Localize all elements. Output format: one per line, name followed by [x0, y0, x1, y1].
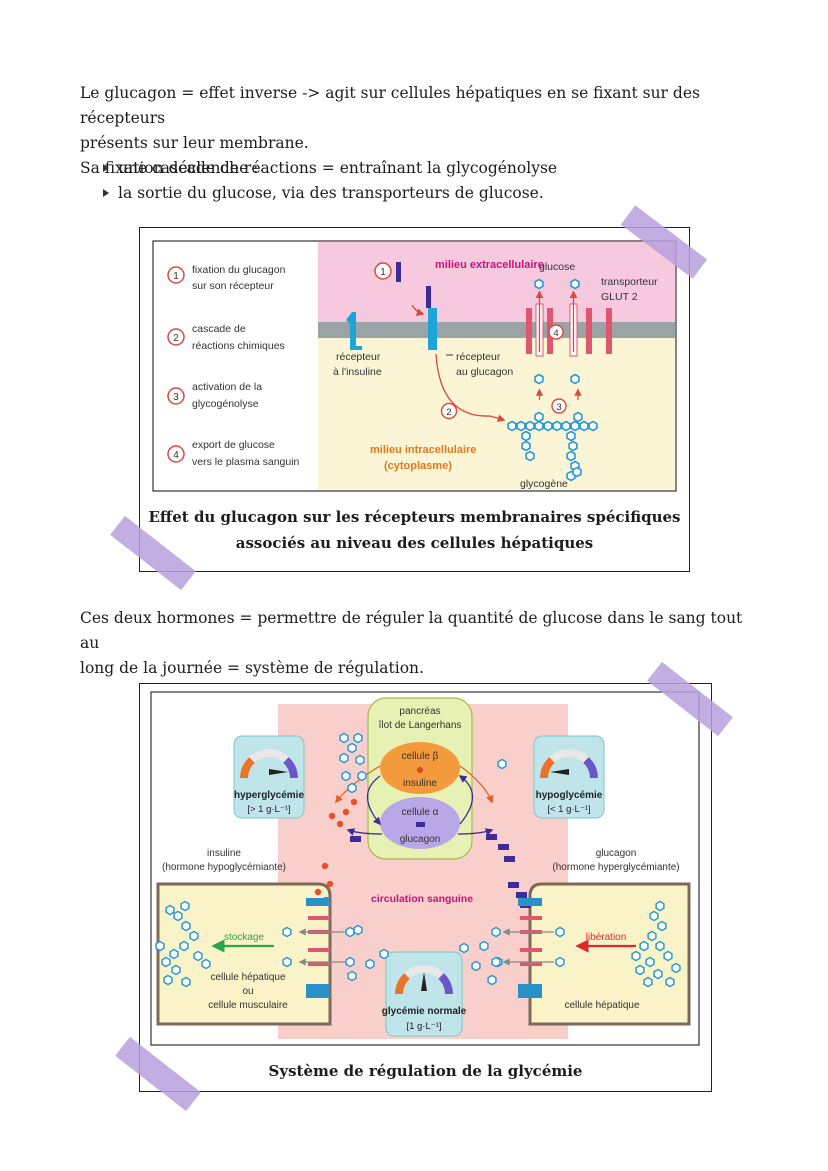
right-cell-label: cellule hépatique: [564, 1000, 639, 1011]
liver-cell-right: [528, 882, 691, 1026]
caption-line-1: Effet du glucagon sur les récepteurs mem…: [148, 508, 681, 526]
alpha-cell-label: cellule α: [402, 807, 439, 818]
insulin-label-left: insuline: [207, 848, 241, 859]
step-number: 4: [173, 450, 179, 461]
storage-label: stockage: [224, 932, 264, 943]
glucose-label: glucose: [539, 261, 575, 273]
intro-line-2: présents sur leur membrane.: [80, 134, 309, 152]
hypo-label-2: [< 1 g·L⁻¹]: [547, 804, 590, 815]
figure-glucagon-diagram: 1 fixation du glucagon sur son récepteur…: [152, 240, 677, 492]
cell-membrane: [318, 322, 675, 338]
marker-4: 4: [553, 328, 558, 339]
intracellular-zone: [318, 338, 675, 490]
step-4-line-2: vers le plasma sanguin: [192, 456, 300, 468]
intro-line-1: Le glucagon = effet inverse -> agit sur …: [80, 84, 700, 127]
hypo-label-1: hypoglycémie: [536, 790, 603, 801]
hyper-label-2: [> 1 g·L⁻¹]: [247, 804, 290, 815]
figure-glucagon-caption: Effet du glucagon sur les récepteurs mem…: [140, 504, 689, 556]
step-number: 3: [173, 392, 179, 403]
transporter-label: transporteur: [601, 276, 658, 288]
step-1-line-1: fixation du glucagon: [192, 264, 286, 276]
insulin-receptor-shape: [346, 312, 362, 350]
normal-label-1: glycémie normale: [382, 1006, 467, 1017]
glucagon-receptor-label-1: récepteur: [456, 351, 501, 363]
figure-regulation-diagram: pancréas îlot de Langerhans cellule β in…: [150, 691, 700, 1046]
insulin-receptor-label-1: récepteur: [336, 351, 381, 363]
glucagon-receptor-shape: [428, 308, 437, 350]
hypoglycemia-gauge: [533, 735, 605, 819]
normal-glycemia-gauge: [385, 951, 463, 1037]
glucagon-bound: [426, 286, 431, 308]
step-number: 2: [173, 333, 179, 344]
extracellular-zone: [318, 242, 675, 322]
release-label: libération: [586, 932, 627, 943]
caption-line-2: associés au niveau des cellules hépatiqu…: [235, 534, 594, 552]
step-3-line-2: glycogénolyse: [192, 398, 259, 410]
glucagon-receptor-label-2: au glucagon: [456, 366, 513, 378]
pancreas-label-2: îlot de Langerhans: [378, 720, 462, 731]
intracellular-label-1: milieu intracellulaire: [370, 444, 476, 456]
step-number: 1: [173, 271, 179, 282]
glucagon-molecule: [396, 262, 401, 282]
figure-regulation-box: pancréas îlot de Langerhans cellule β in…: [139, 683, 712, 1092]
insulin-label-center: insuline: [403, 778, 437, 789]
left-membrane-receptors: [282, 898, 355, 998]
bullet-item: une cascade de réactions = entraînant la…: [100, 156, 557, 181]
hyperglycemia-gauge: [233, 735, 305, 819]
insulin-receptor-label-2: à l'insuline: [333, 366, 382, 378]
left-cell-label-2: ou: [242, 986, 253, 997]
left-cell-label-3: cellule musculaire: [208, 1000, 288, 1011]
hyper-label-1: hyperglycémie: [234, 790, 304, 801]
marker-3: 3: [556, 402, 561, 413]
glycogen-label: glycogène: [520, 478, 568, 490]
step-4-line-1: export de glucose: [192, 439, 275, 451]
glucagon-label-center: glucagon: [400, 834, 441, 845]
blood-circulation-label: circulation sanguine: [371, 893, 473, 905]
glut2-label: GLUT 2: [601, 291, 638, 303]
extracellular-label: milieu extracellulaire: [435, 259, 544, 271]
marker-1: 1: [380, 267, 386, 278]
beta-cell-label: cellule β: [402, 751, 439, 762]
regulation-line-1: Ces deux hormones = permettre de réguler…: [80, 609, 743, 652]
normal-label-2: [1 g·L⁻¹]: [406, 1021, 441, 1032]
step-2-line-2: réactions chimiques: [192, 340, 285, 352]
bullet-item: la sortie du glucose, via des transporte…: [100, 181, 557, 206]
marker-1-circle: [374, 262, 392, 280]
regulation-paragraph: Ces deux hormones = permettre de réguler…: [80, 606, 760, 681]
intro-line-3: Sa fixation déclenche :: [80, 159, 259, 177]
right-membrane-receptors: [491, 898, 565, 998]
regulation-line-2: long de la journée = système de régulati…: [80, 659, 424, 677]
left-cell-label-1: cellule hépatique: [210, 972, 285, 983]
marker-2: 2: [446, 407, 451, 418]
liver-cell-left: [156, 882, 332, 1026]
step-3-line-1: activation de la: [192, 381, 262, 393]
figure-regulation-caption: Système de régulation de la glycémie: [268, 1062, 583, 1080]
glucagon-label-right: glucagon: [596, 848, 637, 859]
figure-glucagon-box: 1 fixation du glucagon sur son récepteur…: [139, 227, 690, 572]
pancreas-label-1: pancréas: [399, 706, 440, 717]
step-1-line-2: sur son récepteur: [192, 280, 274, 292]
step-2-line-1: cascade de: [192, 323, 246, 335]
intracellular-label-2: (cytoplasme): [384, 460, 452, 472]
glucagon-role-right: (hormone hyperglycémiante): [552, 862, 679, 873]
insulin-role-left: (hormone hypoglycémiante): [162, 862, 286, 873]
intro-bullet-list: une cascade de réactions = entraînant la…: [100, 156, 557, 206]
intro-paragraph: Le glucagon = effet inverse -> agit sur …: [80, 81, 760, 181]
steps-legend: 1 fixation du glucagon sur son récepteur…: [167, 264, 300, 468]
